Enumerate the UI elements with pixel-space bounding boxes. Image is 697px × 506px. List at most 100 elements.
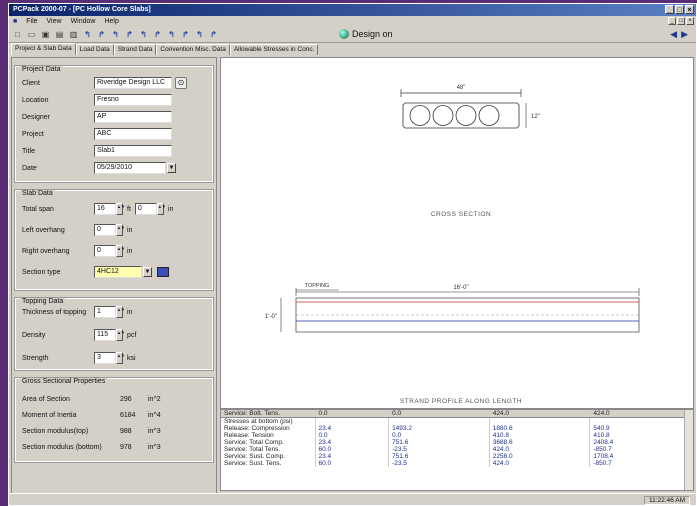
topping-thickness-spinner[interactable]: ▲▼	[116, 306, 125, 318]
grid-cell: Service: Sust. Tens.	[221, 460, 316, 467]
grid-cell: Service: Sust. Comp.	[221, 453, 316, 460]
menu-window[interactable]: Window	[70, 18, 96, 25]
mdi-close-button[interactable]: ×	[686, 17, 694, 25]
ft-unit: ft	[127, 205, 131, 213]
section-browse-icon[interactable]	[157, 267, 169, 277]
strength-spinner[interactable]: ▲▼	[116, 352, 125, 364]
strand-profile-caption: STRAND PROFILE ALONG LENGTH	[400, 398, 522, 405]
new-file-icon[interactable]: □	[15, 29, 20, 39]
title-field[interactable]: Slab1	[94, 145, 172, 157]
section-type-field[interactable]: 4HC12	[94, 266, 142, 278]
tool-icon-2[interactable]: ↱	[98, 29, 105, 39]
print-icon[interactable]: ▤	[55, 29, 64, 39]
menu-help[interactable]: Help	[104, 18, 119, 25]
grid-cell: -850.7	[589, 446, 691, 453]
close-button[interactable]: ×	[685, 5, 694, 14]
tab-strand-data[interactable]: Strand Data	[113, 44, 157, 55]
topping-dimension-text: TOPPING	[305, 283, 330, 289]
left-overhang-field[interactable]: 0	[94, 224, 116, 236]
client-label: Client	[22, 79, 40, 87]
tab-allowable-stresses[interactable]: Allowable Stresses in Conc.	[229, 44, 319, 55]
grid-cell: 2408.4	[589, 439, 691, 446]
mdi-restore-button[interactable]: □	[677, 17, 685, 25]
grid-cell: 424.0	[489, 446, 591, 453]
designer-field[interactable]: AP	[94, 111, 172, 123]
back-arrow-icon[interactable]: ◀	[670, 29, 682, 39]
design-on-label: Design on	[352, 29, 393, 39]
tool-icon-9[interactable]: ↰	[196, 29, 203, 39]
table-row[interactable]: Stresses at bottom (psi)	[221, 417, 691, 425]
grid-cell: 0.0	[315, 432, 390, 439]
save-icon[interactable]: ▣	[41, 29, 50, 39]
drawing-canvas: 48" 12" CROSS SECTION TOPPING 16'-0"	[220, 57, 694, 409]
topping-thickness-field[interactable]: 1	[94, 306, 116, 318]
tool-icon-1[interactable]: ↰	[84, 29, 91, 39]
grid-cell: -23.5	[388, 460, 490, 467]
section-modulus-bottom-label: Section modulus (bottom)	[22, 443, 102, 451]
open-file-icon[interactable]: ▭	[27, 29, 36, 39]
density-spinner[interactable]: ▲▼	[116, 329, 125, 341]
tab-convention-misc[interactable]: Convention Misc. Data	[156, 44, 230, 55]
preview-icon[interactable]: ▥	[69, 29, 78, 39]
section-dropdown-icon[interactable]: ▼	[143, 267, 152, 277]
left-overhang-spinner[interactable]: ▲▼	[116, 224, 125, 236]
client-lookup-icon[interactable]: ⊙	[175, 77, 187, 89]
grid-scrollbar[interactable]	[684, 410, 693, 490]
tab-bar: Project & Slab Data Load Data Strand Dat…	[9, 43, 696, 55]
section-modulus-bottom-value: 978	[120, 443, 132, 451]
client-field[interactable]: Riveridge Design LLC	[94, 77, 172, 89]
strength-field[interactable]: 3	[94, 352, 116, 364]
right-overhang-spinner[interactable]: ▲▼	[116, 245, 125, 257]
area-value: 296	[120, 395, 132, 403]
tool-icon-5[interactable]: ↰	[140, 29, 147, 39]
tool-icon-3[interactable]: ↰	[112, 29, 119, 39]
date-dropdown-icon[interactable]: ▼	[167, 163, 176, 173]
slab-data-title: Slab Data	[20, 190, 55, 197]
menu-file[interactable]: File	[26, 18, 38, 25]
maximize-button[interactable]: □	[675, 5, 684, 14]
menu-view[interactable]: View	[46, 18, 62, 25]
cross-section-caption: CROSS SECTION	[431, 211, 491, 218]
minimize-button[interactable]: _	[665, 5, 674, 14]
density-field[interactable]: 115	[94, 329, 116, 341]
tool-icon-6[interactable]: ↱	[154, 29, 161, 39]
design-on-button[interactable]: Design on	[339, 29, 393, 39]
tool-icon-4[interactable]: ↱	[126, 29, 133, 39]
grid-cell: Release: Tension	[221, 432, 316, 439]
right-overhang-field[interactable]: 0	[94, 245, 116, 257]
span-ft-field[interactable]: 16	[94, 203, 116, 215]
depth-dimension-text: 1'-0"	[265, 314, 277, 320]
mdi-minimize-button[interactable]: _	[668, 17, 676, 25]
grid-cell: Stresses at bottom (psi)	[221, 417, 316, 425]
thickness-unit: in	[127, 308, 133, 316]
tab-project-slab[interactable]: Project & Slab Data	[11, 43, 76, 55]
tool-icon-7[interactable]: ↰	[168, 29, 175, 39]
grid-cell: 60.0	[315, 446, 390, 453]
span-in-spinner[interactable]: ▲▼	[156, 203, 166, 215]
project-field[interactable]: ABC	[94, 128, 172, 140]
span-in-field[interactable]: 0	[134, 203, 157, 215]
grid-header-cell: 0.0	[388, 410, 490, 418]
location-field[interactable]: Fresno	[94, 94, 172, 106]
grid-cell: 3688.6	[489, 439, 591, 446]
forward-arrow-icon[interactable]: ▶	[681, 29, 692, 39]
app-menu-icon[interactable]: ■	[13, 18, 18, 25]
grid-cell: 23.4	[315, 453, 390, 460]
tool-icon-10[interactable]: ↱	[210, 29, 217, 39]
span-ft-spinner[interactable]: ▲▼	[116, 203, 125, 215]
area-unit: in^2	[148, 395, 161, 403]
date-field[interactable]: 05/29/2010	[94, 162, 166, 174]
tool-icon-8[interactable]: ↱	[182, 29, 189, 39]
length-dimension-text: 16'-0"	[453, 285, 468, 291]
tab-load-data[interactable]: Load Data	[75, 44, 114, 55]
